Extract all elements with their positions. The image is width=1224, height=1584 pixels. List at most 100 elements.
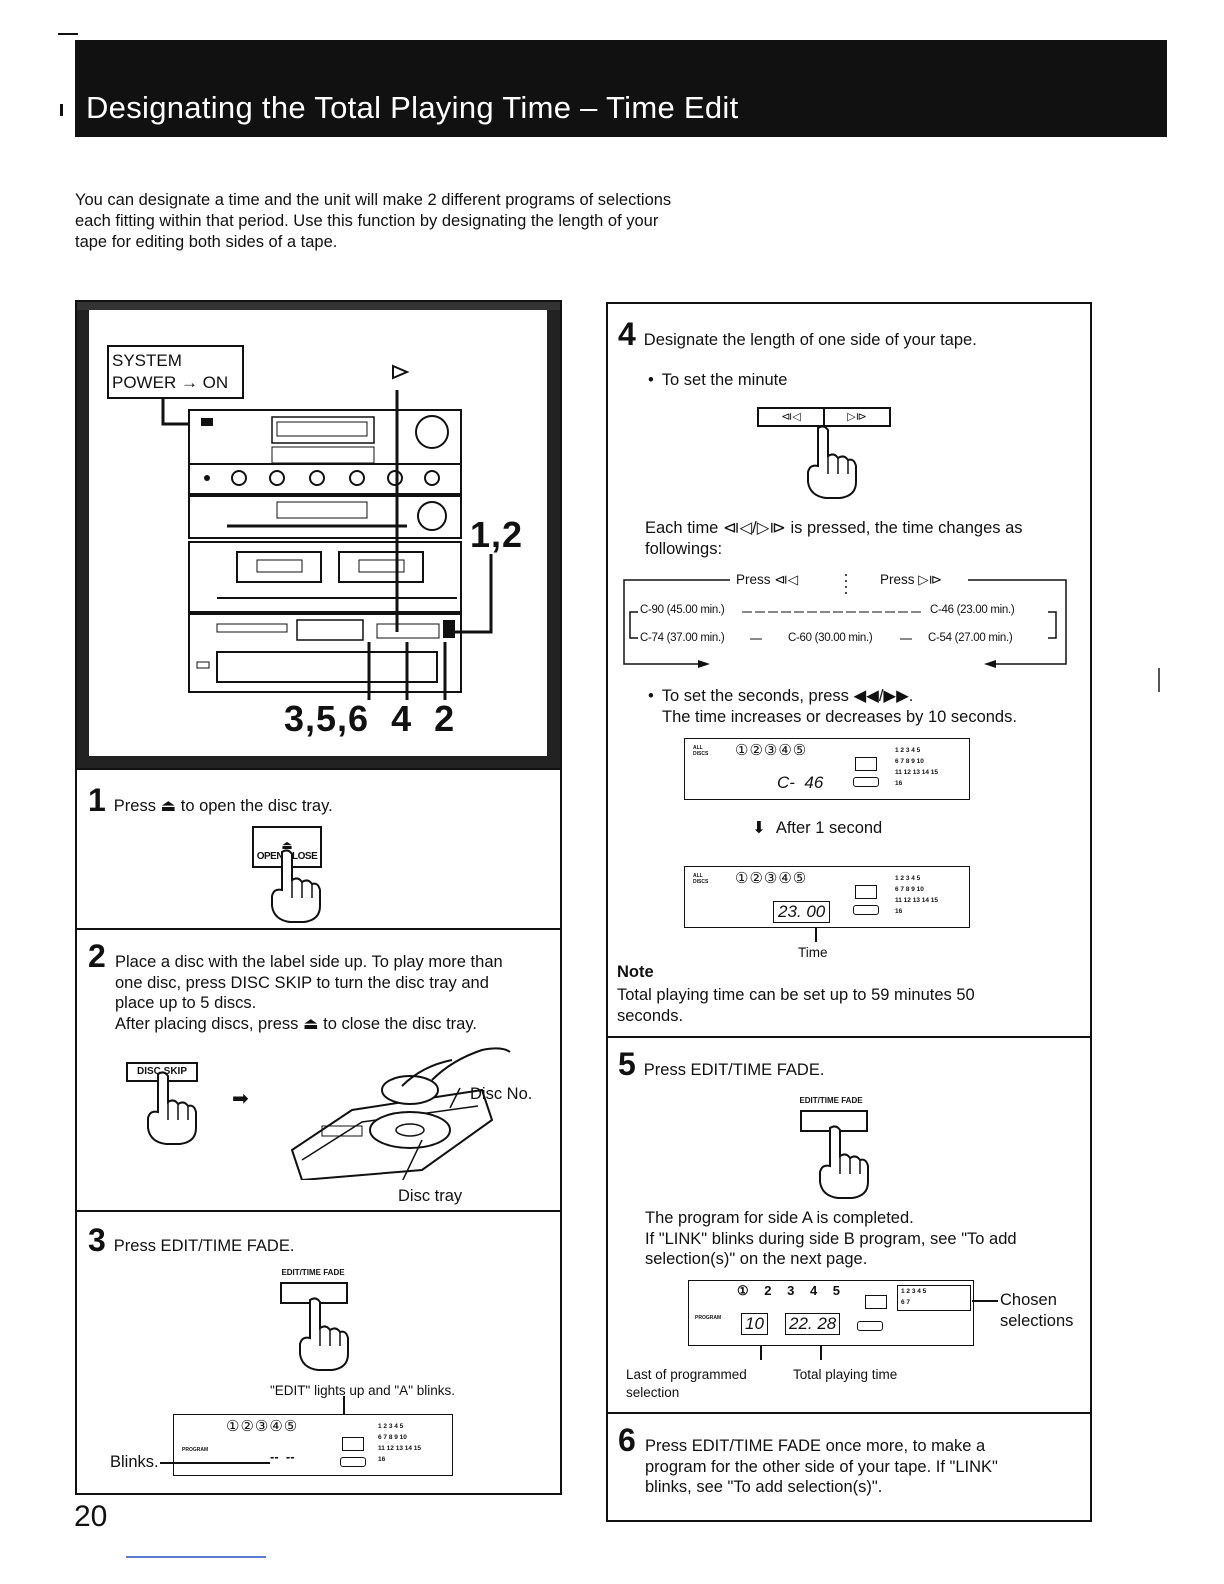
note-text: Total playing time can be set up to 59 m… [617,986,975,1025]
step5-row: 5 Press EDIT/TIME FADE. [618,1048,824,1081]
step3-number: 3 [88,1222,106,1258]
step6-line: Press EDIT/TIME FADE once more, to make … [645,1437,986,1455]
lcd-time-blinking: 23. 00 [773,901,831,923]
callout-3-5-6-4-2: 3,5,6 4 2 [284,698,456,739]
step3-text: Press EDIT/TIME FADE. [113,1237,295,1255]
divider [75,928,562,930]
track-grid: 1 2 3 4 5 6 7 8 9 10 11 12 13 14 15 16 [895,873,938,917]
header-bar [75,40,1167,137]
track-row: 1 2 3 4 5 [895,747,921,754]
stereo-system-drawing [77,302,560,768]
cd-icon [855,885,877,899]
track-row: 16 [895,908,903,915]
tape-c46: C-46 (23.00 min.) [930,604,1015,616]
step3-row: 3 Press EDIT/TIME FADE. [88,1224,294,1257]
disc-indicators-program: ① 2 3 4 5 [737,1283,847,1298]
program-indicator: PROGRAM [695,1315,722,1321]
step5-body: The program for side A is completed. If … [645,1208,1075,1270]
step2-line: After placing discs, press ⏏ to close th… [115,1014,477,1033]
tape-c60: C-60 (30.00 min.) [788,632,873,644]
track-row: 6 7 8 9 10 [895,758,924,765]
step5-line: The program for side A is completed. [645,1209,914,1227]
step5-line: If "LINK" blinks during side B program, … [645,1229,1017,1248]
fade-icon [853,905,879,915]
page-title: Designating the Total Playing Time – Tim… [86,90,739,125]
stereo-illustration [77,302,560,768]
pointing-hand-icon [271,849,321,923]
intro-text: You can designate a time and the unit wi… [75,190,755,253]
cd-icon [865,1295,887,1309]
track-row: 1 2 3 4 5 [378,1423,404,1430]
track-grid: 1 2 3 4 5 6 7 8 9 10 11 12 13 14 15 16 [378,1421,421,1465]
system-power-label: SYSTEM POWER → ON [112,350,228,394]
callout-1-2: 1,2 [470,514,524,555]
pointing-hand-icon [819,1125,869,1199]
program-indicator: PROGRAM [182,1447,209,1453]
step4-sub1: To set the minute [648,370,788,391]
pointing-hand-icon [299,1297,349,1371]
note-title: Note [617,963,654,981]
step6-body: Press EDIT/TIME FADE once more, to make … [645,1436,1075,1498]
fade-icon [857,1321,883,1331]
lcd-display-program: ① 2 3 4 5 PROGRAM 10 22. 28 1 2 3 4 5 6 … [688,1280,974,1346]
lcd-display-step3: ①②③④⑤ PROGRAM -- -- 1 2 3 4 5 6 7 8 9 10… [173,1414,453,1476]
pointing-hand-icon [807,425,857,499]
last-prog-line: selection [626,1385,680,1400]
lcd-total-time: 22. 28 [785,1313,841,1335]
last-prog-pointer [760,1346,762,1360]
intro-line: You can designate a time and the unit wi… [75,191,672,209]
right-arrow-icon: ➡ [232,1088,249,1110]
eject-icon: ⏏ [281,838,293,852]
divider [75,768,562,770]
selections-line: selections [1000,1311,1074,1330]
track-row: 11 12 13 14 15 [378,1445,422,1452]
step4-each-time: Each time ⧏◁/▷⧐ is pressed, the time cha… [645,518,1075,559]
header-tick [60,104,63,116]
intro-line: each fitting within that period. Use thi… [75,212,659,230]
caption-pointer [343,1396,345,1414]
followings-line: followings: [645,539,723,558]
blinks-label: Blinks. [110,1453,159,1471]
step1-row: 1 Press ⏏ to open the disc tray. [88,784,333,817]
track-row: 11 12 13 14 15 [895,769,939,776]
track-row: 6 7 [901,1299,911,1306]
disc-indicators: ①②③④⑤ [226,1418,299,1435]
disc-indicators: ①②③④⑤ [735,742,808,759]
right-column-frame [606,302,1092,1522]
step1-number: 1 [88,782,106,818]
divider [606,1412,1092,1414]
step6-line: program for the other side of your tape.… [645,1457,998,1476]
step4-sub2b: The time increases or decreases by 10 se… [662,708,1017,726]
cd-icon [855,757,877,771]
pointing-hand-icon [147,1071,197,1145]
track-row: 6 7 8 9 10 [895,886,924,893]
press-back-label: Press ⧏◁ [736,572,799,587]
after-1-second: ⬇After 1 second [752,818,882,839]
disc-indicators: ①②③④⑤ [735,870,808,887]
left-column-frame [75,300,562,1495]
chosen-track-grid: 1 2 3 4 5 6 7 [897,1285,971,1311]
margin-mark [1158,668,1160,692]
skip-back-button[interactable]: ⧏◁ [759,409,825,425]
track-row: 1 2 3 4 5 [901,1288,927,1295]
track-row: 16 [895,780,903,787]
intro-line: tape for editing both sides of a tape. [75,233,338,251]
edit-time-fade-label: EDIT/TIME FADE [281,1268,345,1277]
step2-line: one disc, press DISC SKIP to turn the di… [115,973,489,992]
edit-time-fade-label: EDIT/TIME FADE [799,1096,863,1105]
press-forward-label: Press ▷⧐ [880,572,943,587]
step5-text: Press EDIT/TIME FADE. [643,1061,825,1079]
skip-forward-button[interactable]: ▷⧐ [847,411,867,423]
time-pointer [815,928,817,942]
chosen-pointer [972,1300,998,1302]
disc-no-label: Disc No. [470,1085,533,1103]
cd-icon [342,1437,364,1451]
step4-row: 4 Designate the length of one side of yo… [618,318,977,351]
tape-c74: C-74 (37.00 min.) [640,632,725,644]
track-row: 11 12 13 14 15 [895,897,939,904]
track-row: 6 7 8 9 10 [378,1434,407,1441]
